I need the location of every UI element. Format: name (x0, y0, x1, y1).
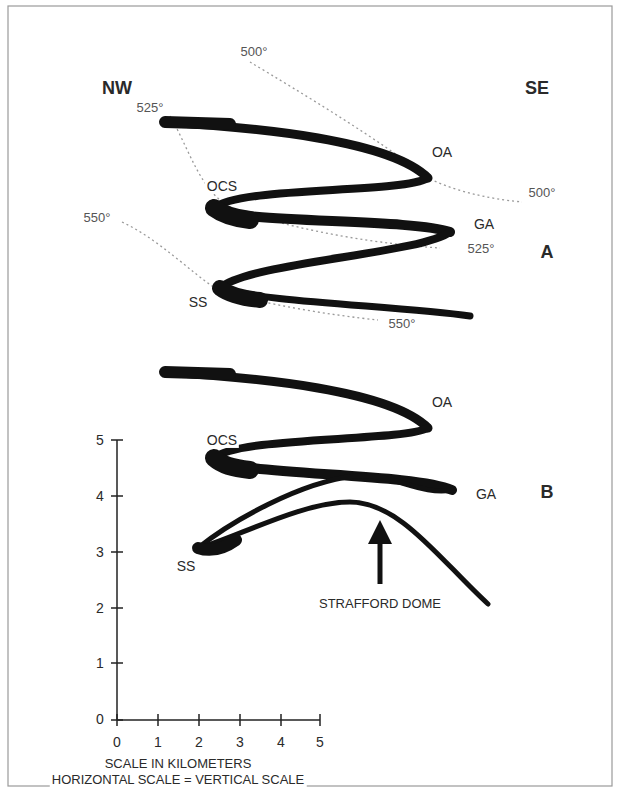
unit-label: SS (175, 558, 198, 574)
scale-tick (239, 714, 241, 726)
scale-tick (116, 714, 118, 726)
structure-label: STRAFFORD DOME (317, 597, 443, 612)
panel-label: B (539, 482, 556, 503)
isotherms (122, 62, 522, 320)
scale-number: 4 (275, 734, 287, 750)
compass-label: SE (523, 78, 551, 99)
scale-number: 5 (94, 432, 106, 448)
scale-number: 1 (152, 734, 164, 750)
scale-number: 2 (94, 600, 106, 616)
scale-number: 4 (94, 488, 106, 504)
scale-number: 2 (193, 734, 205, 750)
folded-layer-b (165, 372, 488, 604)
folded-layer-a (165, 122, 470, 316)
scale-caption: SCALE IN KILOMETERS (103, 757, 254, 772)
scale-tick (111, 495, 123, 497)
scale-tick (111, 607, 123, 609)
scale-number: 3 (234, 734, 246, 750)
scale-number: 5 (314, 734, 326, 750)
isotherm-label: 525° (135, 101, 166, 116)
scale-number: 1 (94, 655, 106, 671)
scale-tick (280, 714, 282, 726)
scale-tick (198, 714, 200, 726)
scale-bar (117, 440, 320, 720)
unit-label: SS (187, 294, 210, 310)
scale-tick (157, 714, 159, 726)
compass-label: NW (100, 78, 134, 99)
scale-tick (111, 662, 123, 664)
unit-label: OCS (205, 178, 239, 194)
isotherm-label: 525° (466, 242, 497, 257)
scale-ticks (111, 440, 320, 726)
isotherm-label: 550° (387, 317, 418, 332)
panel-label: A (539, 242, 556, 263)
scale-caption: HORIZONTAL SCALE = VERTICAL SCALE (50, 773, 307, 788)
unit-label: GA (474, 486, 498, 502)
unit-label: OA (430, 394, 454, 410)
scale-number: 3 (94, 544, 106, 560)
scale-number: 0 (94, 711, 106, 727)
isotherm-label: 500° (239, 45, 270, 60)
frame (8, 6, 612, 786)
isotherm-label: 500° (527, 186, 558, 201)
dome-arrow (368, 520, 392, 584)
unit-label: OCS (205, 432, 239, 448)
scale-tick (319, 714, 321, 726)
scale-tick (111, 439, 123, 441)
scale-number: 0 (111, 734, 123, 750)
unit-label: OA (430, 144, 454, 160)
scale-tick (111, 551, 123, 553)
unit-label: GA (472, 216, 496, 232)
isotherm-label: 550° (82, 211, 113, 226)
